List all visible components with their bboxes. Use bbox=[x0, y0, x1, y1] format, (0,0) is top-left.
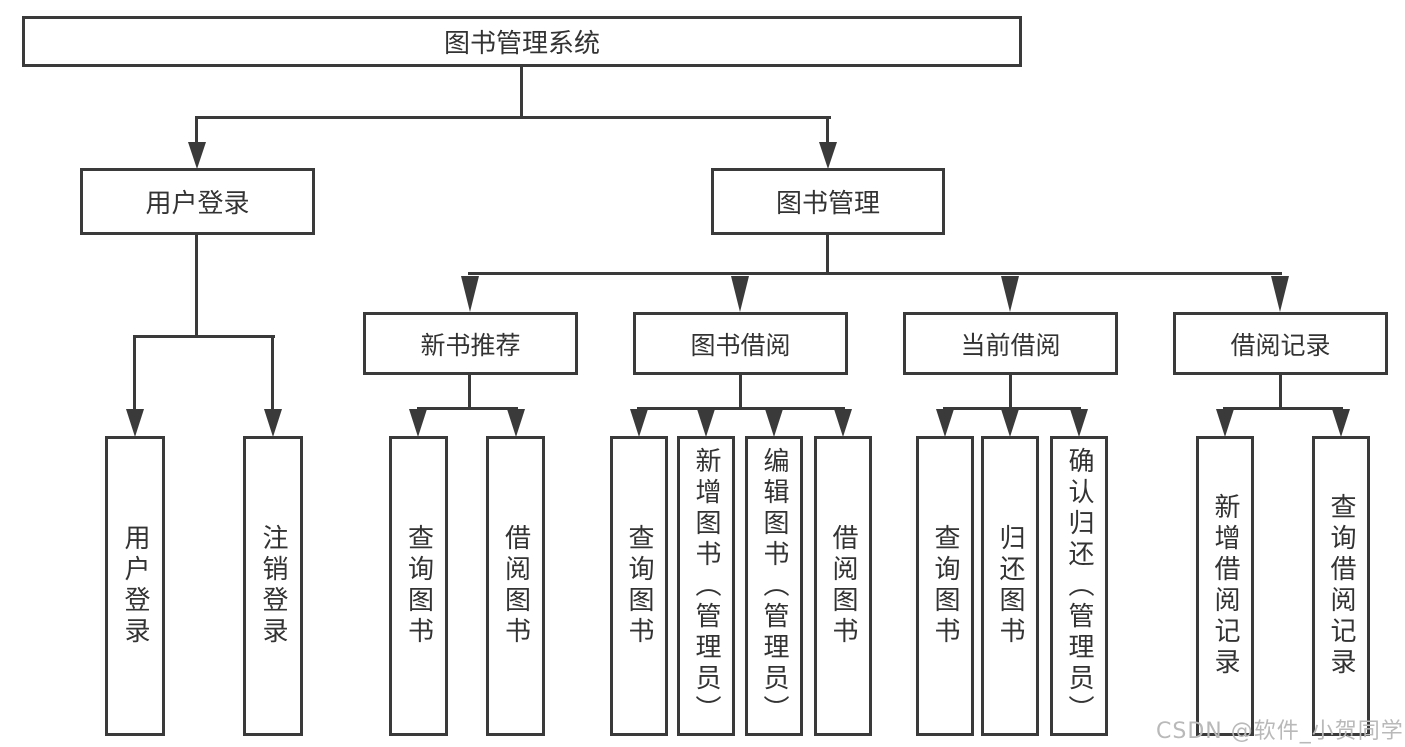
connector-recommend-branch bbox=[417, 407, 518, 410]
connector-current-branch bbox=[943, 407, 1081, 410]
node-leaf-query-borrow-record: 查询借阅记录 bbox=[1312, 436, 1370, 736]
connector-leaf-stem-login bbox=[133, 335, 136, 411]
arrowhead-leaf-confirm-return bbox=[1070, 409, 1088, 437]
connector-records-down bbox=[1279, 373, 1282, 410]
arrowhead-leaf-query-current bbox=[936, 409, 954, 437]
arrowhead-leaf-logout bbox=[264, 409, 282, 437]
node-book-management: 图书管理 bbox=[711, 168, 945, 235]
node-label: 用户登录 bbox=[145, 189, 250, 219]
connector-recommend-down bbox=[468, 373, 471, 410]
node-leaf-add-borrow-record: 新增借阅记录 bbox=[1196, 436, 1254, 736]
connector-records-branch bbox=[1223, 407, 1343, 410]
connector-user-login-down bbox=[195, 233, 198, 338]
connector-current-down bbox=[1009, 373, 1012, 410]
arrowhead-leaf-return-book bbox=[1001, 409, 1019, 437]
arrowhead-leaf-query-record bbox=[1332, 409, 1350, 437]
connector-level3-branch bbox=[468, 272, 1282, 275]
arrowhead-current-borrow bbox=[1001, 276, 1019, 312]
connector-user-login-stem bbox=[195, 116, 198, 146]
arrowhead-new-book-recommend bbox=[461, 276, 479, 312]
node-leaf-logout: 注销登录 bbox=[243, 436, 303, 736]
node-leaf-add-book-admin: 新增图书（管理员） bbox=[677, 436, 735, 736]
connector-user-login-branch bbox=[133, 335, 275, 338]
node-book-borrow: 图书借阅 bbox=[633, 312, 848, 375]
arrowhead-leaf-borrow-recommend bbox=[507, 409, 525, 437]
node-leaf-borrow-books-recommend: 借阅图书 bbox=[486, 436, 545, 736]
node-label: 归还图书 bbox=[995, 524, 1025, 648]
node-current-borrow: 当前借阅 bbox=[903, 312, 1118, 375]
node-leaf-query-books-borrow: 查询图书 bbox=[610, 436, 668, 736]
arrowhead-leaf-query-borrow bbox=[630, 409, 648, 437]
node-label: 图书管理 bbox=[775, 189, 880, 219]
node-label: 新增图书（管理员） bbox=[691, 446, 721, 726]
arrowhead-book-borrow bbox=[731, 276, 749, 312]
connector-borrow-branch bbox=[637, 407, 845, 410]
arrowhead-user-login bbox=[188, 142, 206, 169]
node-leaf-return-book: 归还图书 bbox=[981, 436, 1039, 736]
node-label: 借阅图书 bbox=[828, 524, 858, 648]
connector-book-mgmt-down bbox=[826, 233, 829, 275]
arrowhead-leaf-login bbox=[126, 409, 144, 437]
node-leaf-borrow-books-2: 借阅图书 bbox=[814, 436, 872, 736]
node-label: 注销登录 bbox=[258, 524, 288, 648]
node-leaf-edit-book-admin: 编辑图书（管理员） bbox=[745, 436, 803, 736]
arrowhead-leaf-borrow-book bbox=[834, 409, 852, 437]
node-label: 编辑图书（管理员） bbox=[759, 446, 789, 726]
arrowhead-book-mgmt bbox=[819, 142, 837, 169]
node-label: 新书推荐 bbox=[420, 330, 521, 360]
csdn-watermark: CSDN @软件_小贺同学 bbox=[1156, 719, 1404, 744]
node-leaf-query-books-recommend: 查询图书 bbox=[389, 436, 448, 736]
node-label: 借阅记录 bbox=[1230, 330, 1331, 360]
node-label: 图书借阅 bbox=[690, 330, 791, 360]
node-label: 新增借阅记录 bbox=[1210, 493, 1240, 679]
node-label: 查询图书 bbox=[624, 524, 654, 648]
arrowhead-leaf-query-recommend bbox=[409, 409, 427, 437]
connector-leaf-stem-logout bbox=[271, 335, 274, 411]
node-label: 查询借阅记录 bbox=[1326, 493, 1356, 679]
node-label: 当前借阅 bbox=[960, 330, 1061, 360]
connector-root-branch bbox=[195, 116, 831, 119]
connector-root-stem bbox=[520, 65, 523, 119]
node-label: 用户登录 bbox=[120, 524, 150, 648]
connector-book-mgmt-stem bbox=[826, 116, 829, 146]
arrowhead-leaf-add-record bbox=[1216, 409, 1234, 437]
node-label: 查询图书 bbox=[403, 524, 434, 648]
arrowhead-borrow-records bbox=[1271, 276, 1289, 312]
node-leaf-confirm-return-admin: 确认归还（管理员） bbox=[1050, 436, 1108, 736]
node-label: 图书管理系统 bbox=[443, 29, 600, 59]
node-label: 查询图书 bbox=[930, 524, 960, 648]
arrowhead-leaf-edit-book bbox=[765, 409, 783, 437]
node-label: 确认归还（管理员） bbox=[1064, 446, 1094, 726]
node-leaf-query-books-current: 查询图书 bbox=[916, 436, 974, 736]
node-new-book-recommend: 新书推荐 bbox=[363, 312, 578, 375]
node-borrow-records: 借阅记录 bbox=[1173, 312, 1388, 375]
node-leaf-user-login: 用户登录 bbox=[105, 436, 165, 736]
connector-borrow-down bbox=[739, 373, 742, 410]
node-label: 借阅图书 bbox=[500, 524, 531, 648]
arrowhead-leaf-add-book bbox=[697, 409, 715, 437]
node-root-library-system: 图书管理系统 bbox=[22, 16, 1022, 67]
node-user-login: 用户登录 bbox=[80, 168, 315, 235]
